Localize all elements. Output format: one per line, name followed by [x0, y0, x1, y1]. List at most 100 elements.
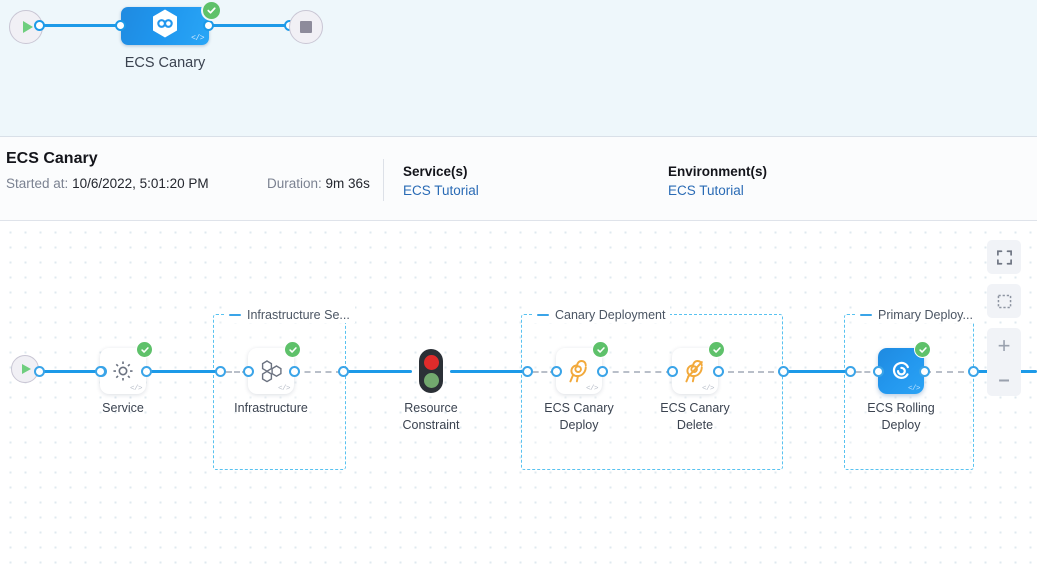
pipeline-minimap: </> ECS Canary: [0, 0, 1037, 137]
services-heading: Service(s): [403, 164, 479, 179]
canary-bird-icon: [566, 358, 593, 385]
started-at-value: 10/6/2022, 5:01:20 PM: [72, 176, 209, 191]
status-badge-success: [914, 341, 931, 358]
execution-title: ECS Canary: [6, 150, 98, 168]
services-column: Service(s) ECS Tutorial: [403, 164, 479, 198]
collapse-toggle-icon[interactable]: [860, 314, 872, 316]
fullscreen-button[interactable]: [987, 240, 1021, 274]
minimap-connector-right: [212, 24, 289, 27]
node-infrastructure-label: Infrastructure: [206, 400, 336, 417]
infra-group-port-left[interactable]: [215, 366, 226, 377]
node-resource-constraint[interactable]: Resource Constraint: [408, 348, 454, 394]
play-icon: [23, 21, 33, 33]
node-ecs-canary-deploy-port-right[interactable]: [597, 366, 608, 377]
status-badge-success: [708, 341, 725, 358]
canvas-start-port[interactable]: [34, 366, 45, 377]
code-badge-icon: </>: [191, 34, 204, 43]
fit-to-screen-button[interactable]: [987, 284, 1021, 318]
node-ecs-canary-delete-port-right[interactable]: [713, 366, 724, 377]
minimap-stage-port-left[interactable]: [115, 20, 126, 31]
canary-group-port-left[interactable]: [522, 366, 533, 377]
connector-infra-to-resource: [340, 370, 412, 373]
node-resource-constraint-label: Resource Constraint: [366, 400, 496, 434]
connector-service-to-infra-group: [146, 370, 220, 373]
connector-canary-deploy-to-delete: [602, 371, 672, 373]
primary-group-port-right[interactable]: [968, 366, 979, 377]
stop-icon: [300, 21, 312, 33]
pipeline-canvas[interactable]: Infrastructure Se... Canary Deployment P…: [0, 221, 1037, 564]
zoom-controls[interactable]: + –: [987, 328, 1021, 396]
node-ecs-canary-delete-card[interactable]: </>: [672, 348, 718, 394]
node-service-port-right[interactable]: [141, 366, 152, 377]
node-infrastructure-port-left[interactable]: [243, 366, 254, 377]
status-badge-success: [284, 341, 301, 358]
node-service-port-left[interactable]: [95, 366, 106, 377]
infra-group-port-right[interactable]: [338, 366, 349, 377]
code-badge-icon: </>: [908, 385, 920, 393]
zoom-in-button[interactable]: +: [998, 335, 1011, 357]
connector-start-to-service: [43, 370, 101, 373]
environments-column: Environment(s) ECS Tutorial: [668, 164, 767, 198]
started-at: Started at: 10/6/2022, 5:01:20 PM: [6, 176, 209, 191]
node-ecs-canary-delete-port-left[interactable]: [667, 366, 678, 377]
node-ecs-canary-deploy-card[interactable]: </>: [556, 348, 602, 394]
environments-link[interactable]: ECS Tutorial: [668, 183, 767, 198]
node-infrastructure-card[interactable]: </>: [248, 348, 294, 394]
services-link[interactable]: ECS Tutorial: [403, 183, 479, 198]
node-infrastructure-port-right[interactable]: [289, 366, 300, 377]
traffic-light-red: [424, 355, 439, 370]
connector-resource-to-canary-group: [450, 370, 526, 373]
node-ecs-canary-deploy-label: ECS Canary Deploy: [514, 400, 644, 434]
code-badge-icon: </>: [586, 385, 598, 393]
code-badge-icon: </>: [702, 385, 714, 393]
status-badge-success: [201, 0, 222, 21]
node-ecs-rolling-deploy-label: ECS Rolling Deploy: [836, 400, 966, 434]
traffic-light-icon: [419, 349, 443, 393]
collapse-toggle-icon[interactable]: [229, 314, 241, 316]
play-icon: [22, 364, 31, 374]
duration-value: 9m 36s: [326, 176, 370, 191]
node-ecs-rolling-deploy-port-left[interactable]: [873, 366, 884, 377]
node-ecs-canary-delete-label: ECS Canary Delete: [630, 400, 760, 434]
group-name-text: Canary Deployment: [555, 308, 665, 322]
node-ecs-canary-deploy-port-left[interactable]: [551, 366, 562, 377]
collapse-toggle-icon[interactable]: [537, 314, 549, 316]
node-infrastructure[interactable]: </> Infrastructure: [248, 348, 294, 394]
duration: Duration: 9m 36s: [267, 176, 370, 191]
connector-canary-to-primary-group: [781, 370, 851, 373]
node-ecs-rolling-deploy[interactable]: </> ECS Rolling Deploy: [878, 348, 924, 394]
canvas-controls: + –: [987, 240, 1021, 396]
group-label-infrastructure-section: Infrastructure Se...: [224, 306, 355, 323]
environments-heading: Environment(s): [668, 164, 767, 179]
traffic-light-green: [424, 373, 439, 388]
expand-icon: [996, 249, 1013, 266]
group-name-text: Primary Deploy...: [878, 308, 973, 322]
started-at-label: Started at:: [6, 176, 68, 191]
status-badge-success: [592, 341, 609, 358]
minimap-connector-left: [44, 24, 121, 27]
canary-group-port-right[interactable]: [778, 366, 789, 377]
canary-bird-delete-icon: [682, 358, 709, 385]
ecs-deploy-icon: [889, 359, 914, 384]
status-badge-success: [136, 341, 153, 358]
primary-group-port-left[interactable]: [845, 366, 856, 377]
execution-info-bar: ECS Canary Started at: 10/6/2022, 5:01:2…: [0, 137, 1037, 221]
harness-hexagon-icon: [151, 9, 179, 44]
fit-to-screen-icon: [996, 293, 1013, 310]
group-label-primary-deployment: Primary Deploy...: [855, 306, 978, 323]
node-ecs-canary-delete[interactable]: </> ECS Canary Delete: [672, 348, 718, 394]
group-label-canary-deployment: Canary Deployment: [532, 306, 670, 323]
pipeline-end-node[interactable]: [289, 10, 323, 44]
node-ecs-rolling-deploy-card[interactable]: </>: [878, 348, 924, 394]
minimap-stage-label: ECS Canary: [61, 55, 269, 71]
info-divider: [383, 159, 384, 201]
node-resource-constraint-card[interactable]: [408, 348, 454, 394]
code-badge-icon: </>: [278, 385, 290, 393]
connector-canary-group-exit: [718, 371, 784, 373]
minimap-stage-ecs-canary[interactable]: </>: [121, 7, 209, 45]
infrastructure-icon: [258, 359, 284, 383]
node-ecs-canary-deploy[interactable]: </> ECS Canary Deploy: [556, 348, 602, 394]
zoom-out-button[interactable]: –: [998, 370, 1009, 390]
node-ecs-rolling-deploy-port-right[interactable]: [919, 366, 930, 377]
